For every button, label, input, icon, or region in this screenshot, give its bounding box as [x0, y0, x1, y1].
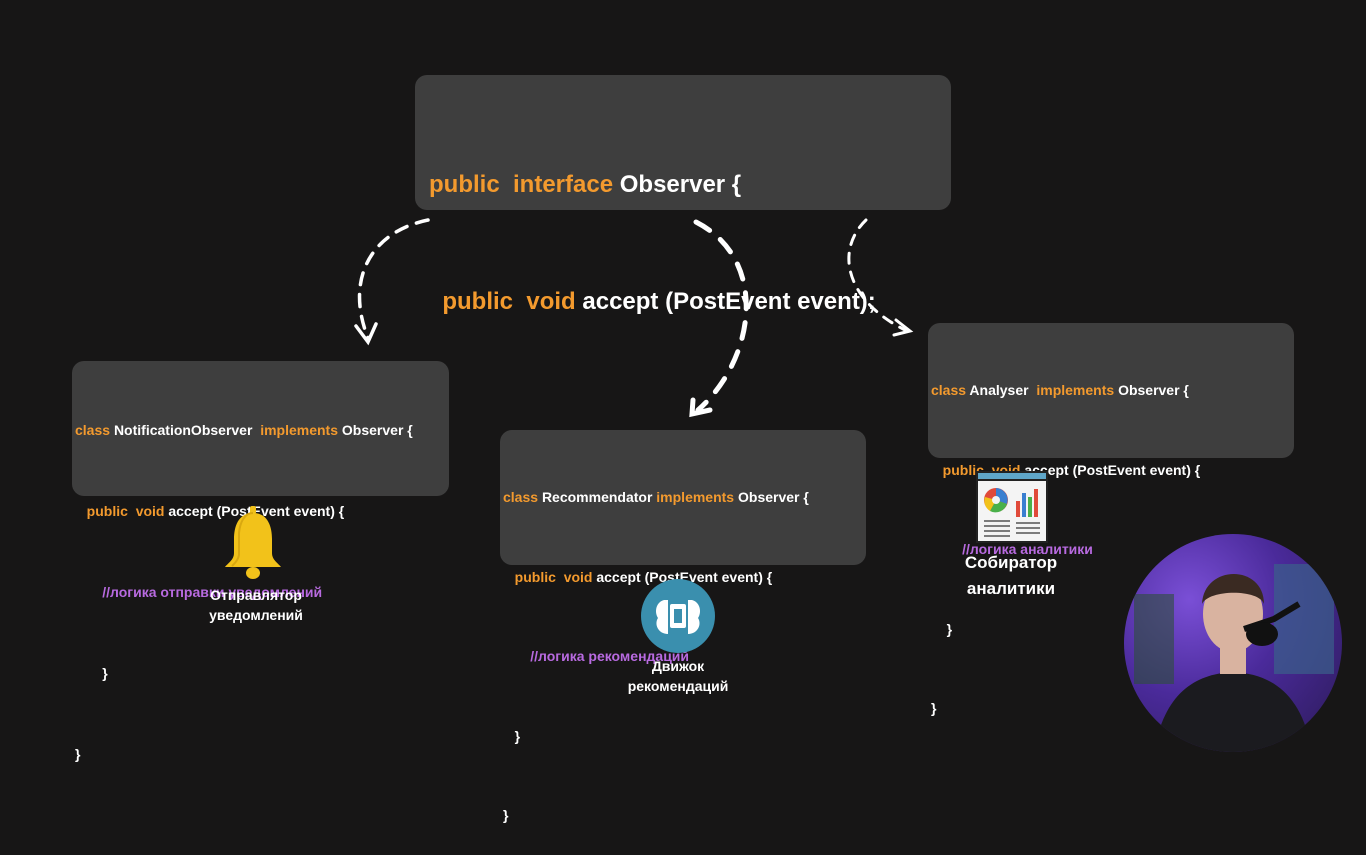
code-comment: //логика аналитики [962, 541, 1093, 557]
code-line-5: } [931, 700, 937, 716]
recommendator-code: class Recommendator implements Observer … [500, 430, 866, 823]
analytics-report-icon [976, 471, 1048, 543]
code-line-1: class Analyser implements Observer { [931, 382, 1189, 398]
code-line-4: } [514, 727, 521, 744]
arrow-head-recommendator [689, 397, 713, 418]
observer-arrows [354, 218, 914, 418]
code-line-5: } [503, 807, 509, 823]
brain-chip-icon [641, 579, 715, 653]
code-line-4: } [946, 620, 953, 637]
arrow-to-notification [357, 218, 430, 340]
arrow-head-analyser [892, 318, 914, 337]
code-comment: //логика отправки уведомлений [102, 584, 323, 600]
code-line-4: } [102, 665, 108, 681]
presenter-video-avatar [1124, 534, 1342, 752]
code-line-1: class Recommendator implements Observer … [503, 489, 809, 505]
arrow-to-recommendator [693, 219, 749, 413]
code-comment: //логика рекомендаций [530, 648, 690, 664]
arrow-head-notification [354, 322, 378, 346]
code-line-1: public interface Observer { [429, 171, 742, 198]
code-line-1: class NotificationObserver implements Ob… [75, 422, 413, 438]
notification-observer-code: class NotificationObserver implements Ob… [72, 361, 449, 762]
bell-icon [225, 506, 281, 579]
code-line-5: } [75, 746, 81, 762]
observer-interface-code: public interface Observer { public void … [415, 75, 951, 432]
code-line-2: public void accept (PostEvent event) { [86, 503, 345, 519]
arrow-to-analyser [847, 218, 907, 332]
code-line-2: public void accept (PostEvent event) { [514, 568, 773, 585]
analytics-collector-caption: Собиратор аналитики [964, 553, 1058, 598]
notification-sender-caption: Отправлятор уведомлений [209, 587, 303, 623]
code-line-2: public void accept (PostEvent event) { [942, 461, 1201, 478]
analyser-code: class Analyser implements Observer { pub… [928, 323, 1294, 716]
recommendation-engine-caption: Движок рекомендаций [627, 658, 729, 694]
presenter-silhouette [1134, 564, 1334, 752]
code-line-2: public void accept (PostEvent event); [442, 288, 876, 315]
